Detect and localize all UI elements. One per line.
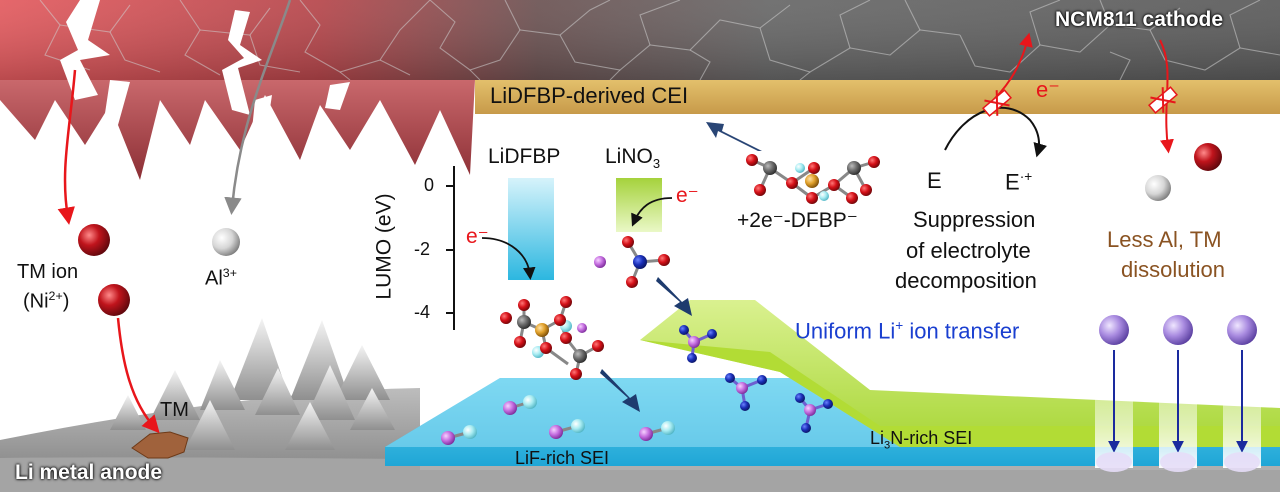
dendrite-spikes — [110, 318, 395, 450]
molecule-icon — [746, 154, 880, 204]
uniform-transfer-label: Uniform Li+ ion transfer — [795, 318, 1020, 344]
lithium-ion-icon — [1163, 315, 1193, 345]
tm-ion-sphere — [98, 284, 130, 316]
lif-sei-label: LiF-rich SEI — [515, 448, 610, 468]
lif-pairs — [441, 395, 675, 445]
suppression-line-3: decomposition — [895, 268, 1037, 293]
cathode-grain-texture — [39, 0, 1280, 81]
cei-label: LiDFBP-derived CEI — [490, 83, 689, 108]
uniform-li-transfer — [1095, 315, 1261, 472]
electron-lino3-label: e⁻ — [676, 184, 699, 207]
blocked-cross-icon — [1148, 86, 1178, 114]
reaction-arrows — [600, 122, 762, 412]
electron-arrow-icon — [57, 69, 77, 225]
cathode-layer — [0, 0, 1280, 180]
anode-label: Li metal anode — [15, 461, 163, 484]
lumo-tick-neg4: -4 — [414, 302, 431, 322]
li3n-sei-label: Li3N-rich SEI — [870, 428, 973, 452]
less-dissolution-line-2: dissolution — [1121, 257, 1225, 282]
blocked-cross-icon — [982, 89, 1012, 117]
cathode-label: NCM811 cathode — [1055, 8, 1224, 31]
electron-label: e⁻ — [1036, 77, 1060, 102]
electron-lidfbp-label: e⁻ — [466, 225, 489, 248]
al-ion-sphere — [1145, 175, 1171, 201]
anode-layer — [0, 318, 1280, 492]
lumo-tick-0: 0 — [424, 175, 435, 195]
cei-band — [475, 80, 1280, 114]
suppression-line-1: Suppression — [913, 207, 1036, 232]
e-right-label: E·+ — [1005, 169, 1033, 195]
lino3-lumo-bar — [616, 178, 662, 232]
tm-deposit — [131, 431, 189, 459]
crack-paths — [60, 0, 350, 135]
lumo-axis-label: LUMO (eV) — [372, 193, 396, 300]
lidfbp-lumo-bar — [508, 178, 554, 280]
less-dissolution-line-1: Less Al, TM — [1107, 227, 1222, 252]
tm-label: TM — [160, 399, 189, 421]
blocked-processes — [944, 32, 1222, 201]
dfbp-label: +2e⁻-DFBP⁻ — [737, 209, 858, 232]
tm-ion-sphere — [78, 224, 110, 256]
tm-ion-label: TM ion — [17, 261, 79, 283]
suppression-line-2: of electrolyte — [906, 238, 1031, 263]
e-left-label: E — [927, 168, 942, 193]
molecule-icon — [500, 296, 604, 380]
molecule-icon — [594, 236, 670, 288]
tm-ion-sphere — [1194, 143, 1222, 171]
lumo-tick-neg2: -2 — [414, 239, 431, 259]
lumo-chart — [446, 166, 673, 330]
ni-label: (Ni2+) — [23, 289, 70, 313]
lino3-label: LiNO3 — [605, 145, 661, 172]
al-ion-sphere — [212, 228, 240, 256]
al-label: Al3+ — [205, 266, 237, 290]
lithium-ion-icon — [1099, 315, 1129, 345]
lithium-ion-icon — [1227, 315, 1257, 345]
dissolution-paths — [57, 0, 292, 434]
lidfbp-label: LiDFBP — [488, 145, 561, 168]
li3n-fragments — [679, 325, 833, 433]
